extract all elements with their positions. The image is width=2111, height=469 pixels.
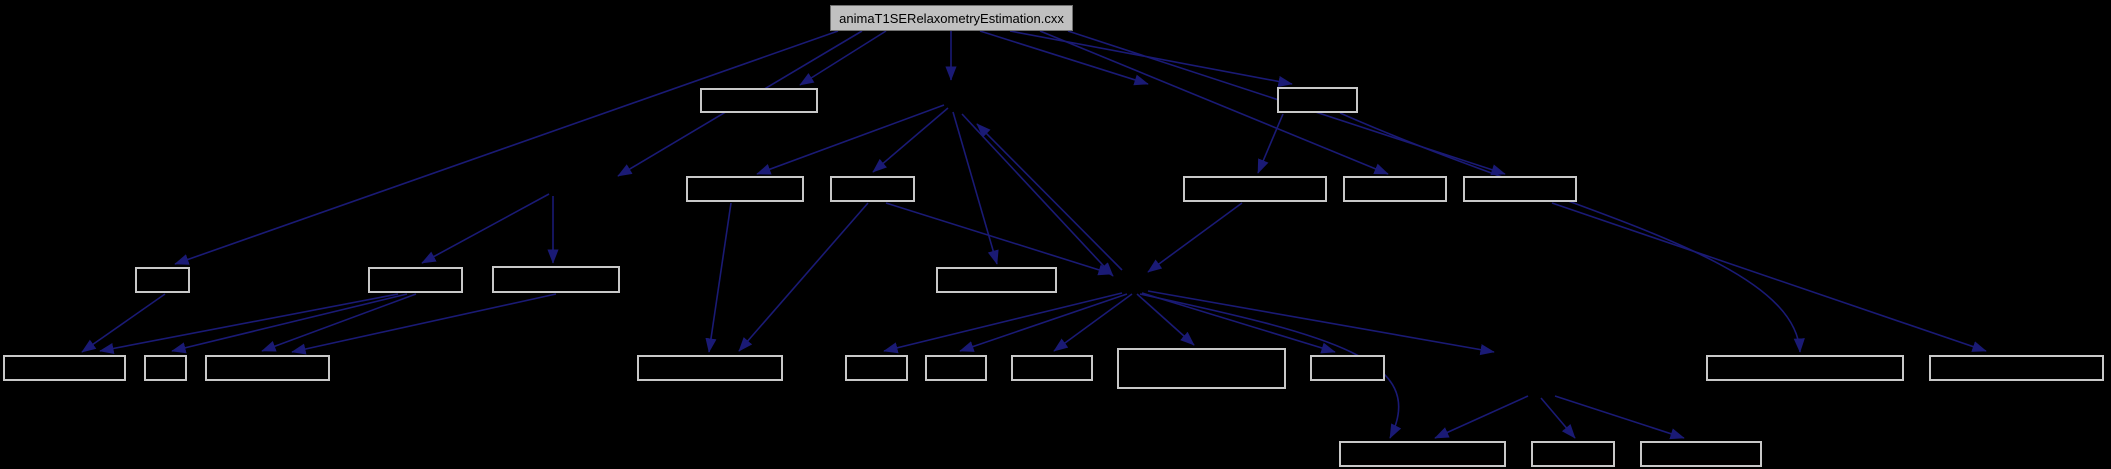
dependency-edge	[261, 293, 417, 352]
graph-node-n5d[interactable]	[637, 355, 783, 381]
graph-node-n5a[interactable]	[3, 355, 126, 381]
graph-node-n4d[interactable]	[936, 267, 1057, 293]
graph-node-n3e[interactable]	[1463, 176, 1577, 202]
dependency-edge	[799, 30, 887, 86]
graph-node-n4c[interactable]	[492, 266, 620, 293]
dependency-edge	[883, 292, 1123, 354]
graph-node-n5b[interactable]	[144, 355, 187, 381]
graph-node-n3a[interactable]	[686, 176, 804, 202]
dependency-edge	[952, 111, 999, 265]
dependency-edge	[291, 293, 557, 355]
graph-node-n5j[interactable]	[1706, 355, 1904, 381]
dependency-edge	[1257, 113, 1284, 174]
dependency-edge	[872, 107, 949, 173]
graph-node-n5h[interactable]	[1117, 348, 1286, 389]
graph-node-n4b[interactable]	[368, 267, 463, 293]
dependency-edge	[979, 30, 1149, 86]
graph-node-n5i[interactable]	[1310, 355, 1385, 381]
dependency-edge	[1147, 290, 1495, 356]
dependency-edge	[959, 293, 1128, 352]
dependency-edge	[961, 113, 1114, 277]
dependency-edge	[421, 193, 550, 264]
dependency-edge	[1053, 293, 1133, 352]
dependency-edge	[756, 104, 945, 175]
graph-node-n6c[interactable]	[1640, 441, 1762, 467]
dependency-edge	[1339, 112, 1805, 353]
dependency-edge	[1540, 397, 1576, 439]
dependency-edge	[171, 293, 408, 354]
graph-node-n5k[interactable]	[1929, 355, 2104, 381]
dependency-edge	[1147, 202, 1243, 273]
graph-node-n4a[interactable]	[135, 267, 190, 293]
graph-node-n5f[interactable]	[925, 355, 987, 381]
graph-node-n6a[interactable]	[1339, 441, 1506, 467]
graph-node-n2a[interactable]	[700, 88, 818, 113]
dependency-edge	[885, 202, 1113, 276]
graph-node-n5e[interactable]	[845, 355, 908, 381]
graph-node-n6b[interactable]	[1531, 441, 1615, 467]
root-node: animaT1SERelaxometryEstimation.cxx	[830, 5, 1073, 31]
dependency-edge	[174, 30, 839, 265]
graph-node-n3b[interactable]	[830, 176, 915, 202]
graph-node-n3d[interactable]	[1343, 176, 1447, 202]
graph-node-n2b[interactable]	[1277, 87, 1358, 113]
dependency-edge	[1136, 293, 1195, 346]
dependency-edge	[705, 202, 732, 353]
graph-node-n5g[interactable]	[1011, 355, 1093, 381]
dependency-edge	[1139, 293, 1402, 439]
dependency-edge	[1551, 202, 1987, 352]
dependency-edge	[1141, 292, 1336, 354]
dependency-edge	[1039, 30, 1389, 175]
dependency-edge	[1434, 395, 1529, 439]
dependency-edge	[81, 293, 166, 353]
graph-node-n3c[interactable]	[1183, 176, 1327, 202]
dependency-edge	[99, 293, 399, 354]
graph-node-n5c[interactable]	[205, 355, 330, 381]
dependency-edge	[738, 202, 869, 352]
dependency-edge	[976, 123, 1123, 271]
dependency-edge	[1554, 395, 1685, 440]
